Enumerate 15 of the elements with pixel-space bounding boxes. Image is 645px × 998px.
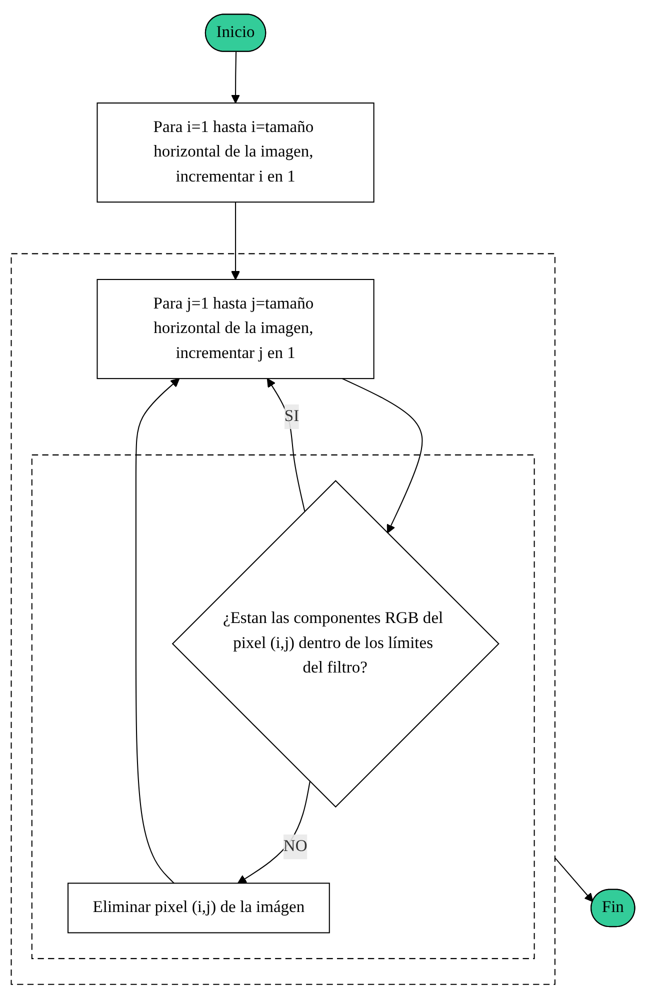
node-box <box>96 278 374 379</box>
node-box <box>67 882 330 933</box>
node-diamond <box>171 480 499 808</box>
cluster <box>10 252 555 985</box>
edge-label: NO <box>282 837 307 855</box>
arrow <box>230 52 240 104</box>
arrow <box>230 202 240 280</box>
arrow <box>341 378 422 534</box>
edge-label: SI <box>284 407 299 425</box>
arrow <box>554 857 593 902</box>
node-box <box>96 102 374 202</box>
arrow <box>134 378 180 884</box>
cluster <box>30 454 534 959</box>
arrow <box>236 781 310 884</box>
arrow <box>266 378 305 511</box>
